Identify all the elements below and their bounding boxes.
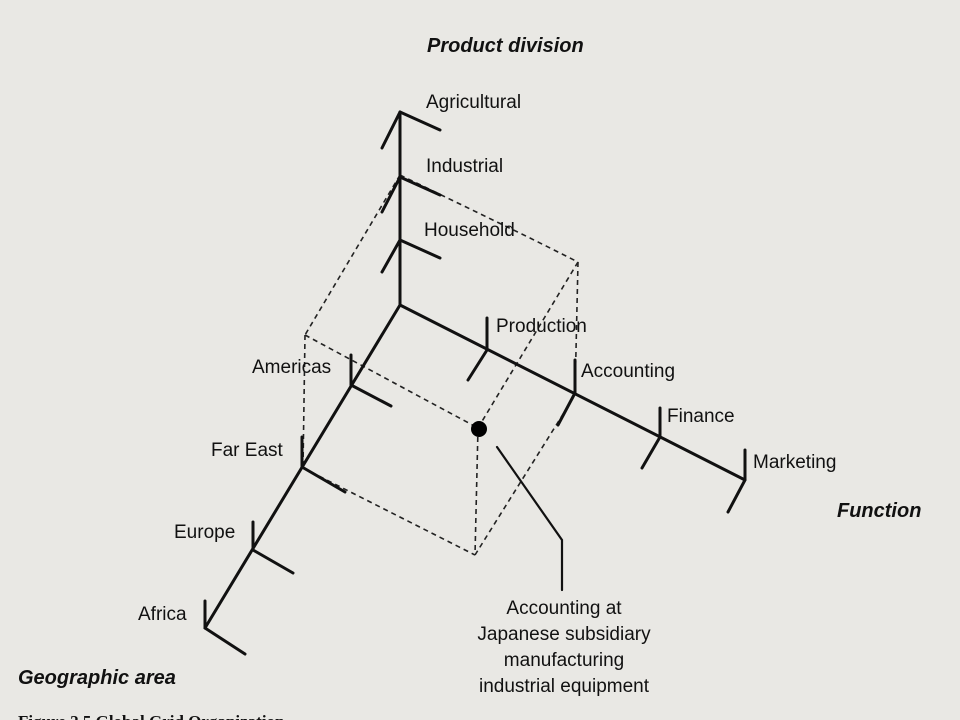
- label-africa: Africa: [138, 604, 187, 625]
- tick-finance: [640, 406, 662, 470]
- label-agricultural: Agricultural: [426, 92, 521, 113]
- tick-far-east: [300, 435, 347, 494]
- label-europe: Europe: [174, 522, 235, 543]
- geographic-axis-title: Geographic area: [18, 667, 176, 689]
- tick-production: [466, 316, 489, 382]
- tick-africa: [203, 599, 247, 656]
- annotation-line-1: Accounting at: [506, 598, 622, 619]
- tick-americas: [349, 353, 393, 408]
- leader-line: [495, 445, 564, 592]
- annotation-line-4: industrial equipment: [479, 676, 650, 697]
- tick-agricultural: [380, 110, 442, 150]
- geographic-ticks: [203, 353, 393, 656]
- product-axis-title: Product division: [427, 35, 584, 57]
- cube-front-vertical-edge: [474, 427, 479, 556]
- dashed-cube: [302, 174, 579, 556]
- tick-europe: [251, 520, 295, 575]
- label-accounting: Accounting: [581, 361, 675, 382]
- figure-caption: Figure 2.5 Global Grid Organization: [18, 712, 285, 720]
- tick-accounting: [556, 358, 577, 427]
- annotation-line-3: manufacturing: [504, 650, 624, 671]
- label-far-east: Far East: [211, 440, 284, 461]
- function-ticks: [466, 316, 747, 514]
- label-production: Production: [496, 316, 587, 337]
- cube-top-back-edge: [399, 174, 579, 263]
- cube-top-left-edge: [304, 174, 401, 336]
- cube-top-front-edge: [304, 334, 479, 429]
- tick-household: [380, 238, 442, 274]
- label-marketing: Marketing: [753, 452, 836, 473]
- product-ticks: [380, 110, 442, 274]
- label-americas: Americas: [252, 357, 331, 378]
- cube-top-right-edge: [477, 261, 579, 429]
- label-household: Household: [424, 220, 515, 241]
- annotation-line-2: Japanese subsidiary: [477, 624, 651, 645]
- function-axis-line: [398, 303, 747, 482]
- intersection-point: [471, 421, 487, 437]
- annotation: Accounting at Japanese subsidiary manufa…: [477, 598, 651, 697]
- label-finance: Finance: [667, 406, 735, 427]
- tick-industrial: [380, 175, 442, 214]
- function-axis-title: Function: [837, 500, 921, 522]
- label-industrial: Industrial: [426, 156, 503, 177]
- tick-marketing: [726, 448, 747, 514]
